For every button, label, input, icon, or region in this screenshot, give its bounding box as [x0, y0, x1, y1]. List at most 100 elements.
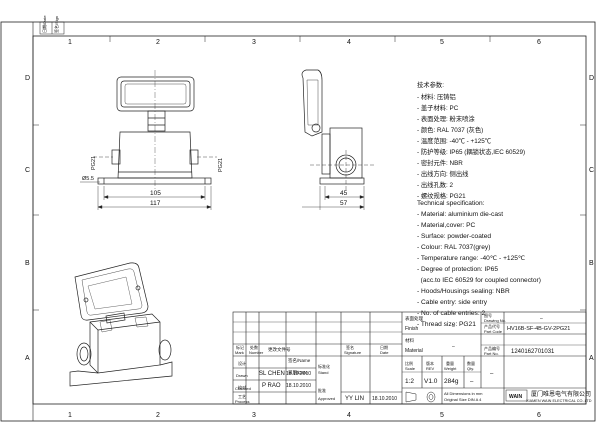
tech-cn-line: - 温度范围: -40℃ - +125℃	[417, 136, 492, 145]
scale-label: 比例	[405, 360, 413, 366]
name-label: 签名/Name	[288, 357, 311, 364]
zone-bottom-5: 5	[440, 412, 444, 419]
number-label: 处数	[250, 344, 258, 350]
company-name-cn: 厦门唯恩电气有限公司	[531, 390, 591, 398]
tech-en-line: - No. of cable entries: 2	[417, 310, 486, 317]
zone-top-4: 4	[347, 39, 351, 46]
approved-date: 18.10.2010	[372, 396, 397, 402]
tech-en-line: - Degree of protection: IP65	[417, 266, 498, 273]
tech-cn-line: - 密封元件: NBR	[417, 158, 463, 167]
zone-letter-c-left: C	[25, 167, 30, 174]
checked-label: 校对	[238, 384, 246, 390]
mark-label-en: Mark	[235, 350, 244, 355]
dim-hole-diameter: Ø5.5	[82, 176, 94, 182]
front-dimensions	[80, 181, 212, 210]
signature-label-en: Signature	[344, 350, 362, 355]
std-label-en: Stand	[318, 370, 328, 375]
material-label-en: Material	[405, 348, 423, 354]
finish-label-en: Finish	[405, 326, 419, 332]
zone-top-1: 1	[68, 39, 72, 46]
change-doc-label: 更改文件号	[268, 346, 291, 353]
material-row-value: –	[490, 371, 494, 377]
finish-value: –	[452, 324, 455, 330]
drawn-label-en: Drawn	[236, 373, 248, 378]
rev-value: V1.0	[424, 378, 438, 385]
qty-label-en: Qty.	[467, 366, 474, 371]
checked-date: 18.10.2010	[286, 383, 311, 389]
tech-en-line: - Surface: powder-coated	[417, 233, 491, 240]
rev-label: 版本	[426, 360, 434, 366]
approved-label-en: Approved	[318, 396, 335, 401]
part-code-value: HV16B-SF-4B-GV-2PG21	[507, 326, 570, 332]
signature-label: 签名	[346, 344, 354, 350]
drawn-name: SL CHEN	[259, 371, 285, 377]
zone-bottom-6: 6	[537, 412, 541, 419]
outer-border	[0, 21, 596, 422]
date2-label: 日期/Date	[288, 370, 308, 376]
zone-letter-b-left: B	[25, 260, 30, 267]
tech-cn-line: - 颜色: RAL 7037 (灰色)	[417, 125, 483, 134]
tech-en-title: Technical specification:	[417, 200, 485, 207]
qty-label: 数量	[467, 360, 475, 366]
zone-bottom-2: 2	[156, 412, 160, 419]
units-note-1: All Dimensions in mm	[444, 391, 483, 396]
mark-label: 标记	[236, 344, 244, 350]
approved-name: YY LIN	[345, 396, 364, 402]
scale-label-en: Scale	[405, 366, 416, 371]
tech-en-line: - Hoods/Housings sealing: NBR	[417, 288, 510, 295]
isometric-view	[69, 262, 173, 387]
dim-side-outer: 57	[340, 200, 348, 207]
std-label: 标准化	[318, 363, 330, 369]
weight-label: 重量	[446, 360, 454, 366]
finish-label: 表面处理	[405, 315, 423, 322]
part-no-label: 产品编号	[484, 345, 500, 351]
weight-label-en: Weight	[444, 366, 457, 371]
zone-letter-a-right: A	[589, 355, 594, 362]
process-label: 工艺	[238, 394, 246, 399]
side-dimensions	[302, 186, 365, 210]
projection-symbol-icon	[405, 391, 436, 403]
zone-letters: D C B A D C B A	[25, 75, 594, 362]
wain-logo: WAIN	[509, 394, 522, 400]
side-view	[301, 69, 375, 190]
date-label-en: Date	[380, 350, 389, 355]
tech-en-line: - Material,cover: PC	[417, 222, 475, 229]
tech-en-line: - Temperature range: -40℃ - +125℃	[417, 255, 526, 262]
drawn-label: 设计	[238, 360, 246, 366]
tech-en-line: - Colour: RAL 7037(grey)	[417, 244, 490, 251]
dim-front-outer: 117	[150, 200, 161, 207]
title-block-text: 表面处理 Finish – 材料 Material – 图号 Drawing N…	[235, 312, 592, 404]
tech-en-line: - Material: aluminium die-cast	[417, 211, 503, 218]
weight-value: 284g	[444, 378, 459, 385]
zone-bottom-3: 3	[252, 412, 256, 419]
zone-bottom-4: 4	[347, 412, 351, 419]
process-label-en: Process	[235, 399, 249, 404]
zone-letter-b-right: B	[589, 260, 594, 267]
part-no-label-en: Part No.	[484, 351, 499, 356]
tech-cn-line: - 盖子材料: PC	[417, 103, 459, 112]
zone-top-2: 2	[156, 39, 160, 46]
zone-letter-c-right: C	[589, 167, 594, 174]
drawing-no-label: 图号	[484, 312, 492, 318]
side-label-date: 日期/Date	[41, 15, 47, 33]
tech-cn-line: - 出线方向: 侧出线	[417, 169, 469, 178]
qty-value: –	[470, 379, 474, 385]
side-label-sign: 签名/Sign	[53, 16, 59, 33]
zone-bottom-1: 1	[68, 412, 72, 419]
tech-cn-line: - 螺纹规格: PG21	[417, 191, 466, 200]
zone-top-6: 6	[537, 39, 541, 46]
drawing-no-value: –	[540, 316, 543, 322]
zone-letter-a-left: A	[25, 355, 30, 362]
approved-label: 批准	[318, 387, 326, 393]
date-label: 日期	[380, 344, 388, 350]
inner-border	[32, 35, 587, 405]
dim-side-inner: 45	[340, 190, 348, 197]
tech-cn-title: 技术参数:	[417, 80, 444, 89]
dim-front-inner: 105	[150, 190, 161, 197]
zone-numbers-top: 1 2 3 4 5 6	[68, 36, 541, 46]
dim-thread-left: PG21	[91, 156, 97, 170]
tech-cn-line: - 出线孔数: 2	[417, 180, 454, 189]
tech-en-line: - Thread size: PG21	[417, 321, 476, 328]
scale-value: 1:2	[405, 378, 414, 385]
